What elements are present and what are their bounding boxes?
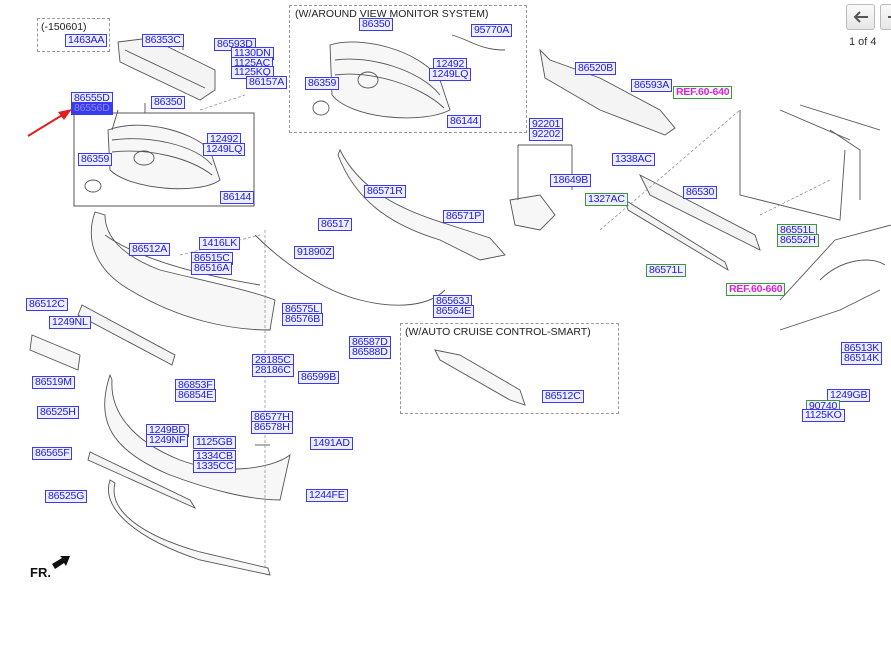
part-label-1249NL[interactable]: 1249NL xyxy=(49,316,91,329)
part-label-92202[interactable]: 92202 xyxy=(529,128,564,141)
part-label-86519M[interactable]: 86519M xyxy=(32,376,75,389)
part-label-86571P[interactable]: 86571P xyxy=(443,210,485,223)
part-label-12492[interactable]: 12492 xyxy=(207,133,242,146)
part-label-avm-86144[interactable]: 86144 xyxy=(447,115,482,128)
front-marker: FR. xyxy=(30,565,51,580)
part-label-avm-1249LQ[interactable]: 1249LQ xyxy=(429,68,472,81)
part-label-86854E[interactable]: 86854E xyxy=(175,389,217,402)
part-label-86564E[interactable]: 86564E xyxy=(433,305,475,318)
next-page-button[interactable] xyxy=(880,4,891,30)
part-label-86556D-selected[interactable]: 86556D xyxy=(71,102,113,115)
ref-link-60-660[interactable]: REF.60-660 xyxy=(726,283,786,296)
variant-box-150601 xyxy=(37,18,110,52)
part-label-1338AC[interactable]: 1338AC xyxy=(612,153,655,166)
part-label-86588D[interactable]: 86588D xyxy=(349,346,391,359)
part-label-86525H[interactable]: 86525H xyxy=(37,406,79,419)
part-label-91890Z[interactable]: 91890Z xyxy=(294,246,335,259)
part-label-86144[interactable]: 86144 xyxy=(220,191,255,204)
part-label-86525G[interactable]: 86525G xyxy=(45,490,88,503)
part-label-86516A[interactable]: 86516A xyxy=(191,262,233,275)
part-label-1491AD[interactable]: 1491AD xyxy=(310,437,353,450)
prev-page-button[interactable] xyxy=(846,4,875,30)
ref-link-60-640[interactable]: REF.60-640 xyxy=(673,86,733,99)
part-label-1249LQ[interactable]: 1249LQ xyxy=(203,143,246,156)
part-label-86517[interactable]: 86517 xyxy=(318,218,353,231)
caption-auto-cruise: (W/AUTO CRUISE CONTROL-SMART) xyxy=(405,326,591,338)
variant-box-around-view xyxy=(289,5,527,133)
part-label-1463AA[interactable]: 1463AA xyxy=(65,34,108,47)
part-label-1125KO[interactable]: 1125KO xyxy=(802,409,845,422)
part-label-86593A[interactable]: 86593A xyxy=(631,79,673,92)
part-label-86512A[interactable]: 86512A xyxy=(129,243,171,256)
arrow-left-icon xyxy=(853,11,868,23)
front-direction-icon xyxy=(52,556,70,569)
part-label-86350[interactable]: 86350 xyxy=(151,96,186,109)
part-label-86571L[interactable]: 86571L xyxy=(646,264,686,277)
part-label-86353C[interactable]: 86353C xyxy=(142,34,184,47)
part-label-86514K[interactable]: 86514K xyxy=(841,352,883,365)
part-label-86599B[interactable]: 86599B xyxy=(298,371,340,384)
red-arrow-icon xyxy=(27,109,72,137)
part-label-86513K[interactable]: 86513K xyxy=(841,342,883,355)
part-label-1125GB[interactable]: 1125GB xyxy=(193,436,236,449)
page-indicator: 1 of 4 xyxy=(849,36,877,48)
part-label-86571R[interactable]: 86571R xyxy=(364,185,406,198)
part-label-86552H[interactable]: 86552H xyxy=(777,234,819,247)
part-label-avm-86350[interactable]: 86350 xyxy=(359,18,394,31)
part-label-86512C[interactable]: 86512C xyxy=(26,298,68,311)
part-label-86578H[interactable]: 86578H xyxy=(251,421,293,434)
part-label-1335CC[interactable]: 1335CC xyxy=(193,460,237,473)
part-label-1249NF[interactable]: 1249NF xyxy=(146,434,189,447)
part-label-28186C[interactable]: 28186C xyxy=(252,364,294,377)
part-label-1416LK[interactable]: 1416LK xyxy=(199,237,241,250)
part-label-86520B[interactable]: 86520B xyxy=(575,62,617,75)
arrow-right-icon xyxy=(887,16,891,18)
part-label-86359[interactable]: 86359 xyxy=(78,153,113,166)
part-label-18649B[interactable]: 18649B xyxy=(550,174,592,187)
caption-150601: (-150601) xyxy=(41,21,87,33)
part-label-1249GB[interactable]: 1249GB xyxy=(827,389,871,402)
part-label-1327AC[interactable]: 1327AC xyxy=(585,193,628,206)
part-label-86576B[interactable]: 86576B xyxy=(282,313,324,326)
part-label-95770A[interactable]: 95770A xyxy=(471,24,513,37)
part-label-avm-86359[interactable]: 86359 xyxy=(305,77,340,90)
part-label-86530[interactable]: 86530 xyxy=(683,186,718,199)
variant-box-auto-cruise xyxy=(400,323,619,414)
part-label-86565F[interactable]: 86565F xyxy=(32,447,73,460)
part-label-acc-86512C[interactable]: 86512C xyxy=(542,390,584,403)
part-label-1244FE[interactable]: 1244FE xyxy=(306,489,348,502)
caption-around-view: (W/AROUND VIEW MONITOR SYSTEM) xyxy=(295,8,489,20)
part-label-86157A[interactable]: 86157A xyxy=(246,76,288,89)
